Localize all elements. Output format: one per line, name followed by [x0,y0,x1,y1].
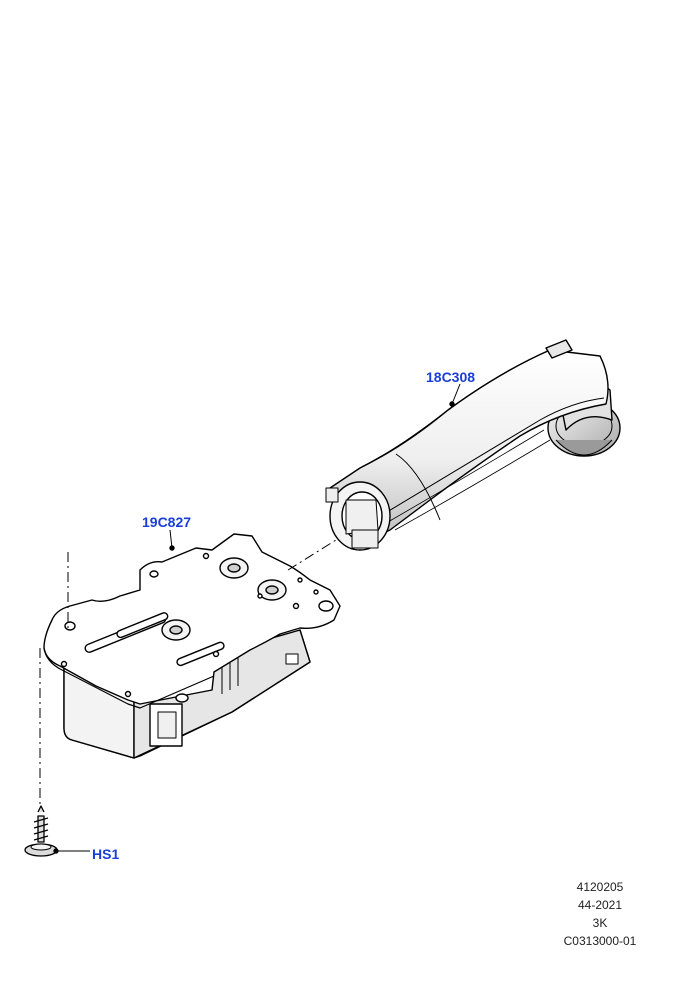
control-module-part [43,533,341,759]
reference-block: 4120205 44-2021 3K C0313000-01 [540,878,660,950]
plate-boss-3 [161,619,191,641]
duct-part [325,339,621,551]
screw-part [24,805,58,857]
callout-19c827[interactable]: 19C827 [142,514,192,530]
reference-line-2: 44-2021 [577,898,623,912]
assembly-centerlines [39,539,337,806]
reference-line-4: C0313000-01 [563,934,637,948]
leader-lines [53,383,461,854]
callout-hs1[interactable]: HS1 [92,846,120,862]
module-mounting-plate [43,533,341,705]
reference-line-1: 4120205 [576,880,624,894]
reference-line-3: 3K [592,916,608,930]
callout-18c308[interactable]: 18C308 [426,369,476,385]
plate-boss-1 [219,557,249,579]
plate-boss-2 [257,579,287,601]
